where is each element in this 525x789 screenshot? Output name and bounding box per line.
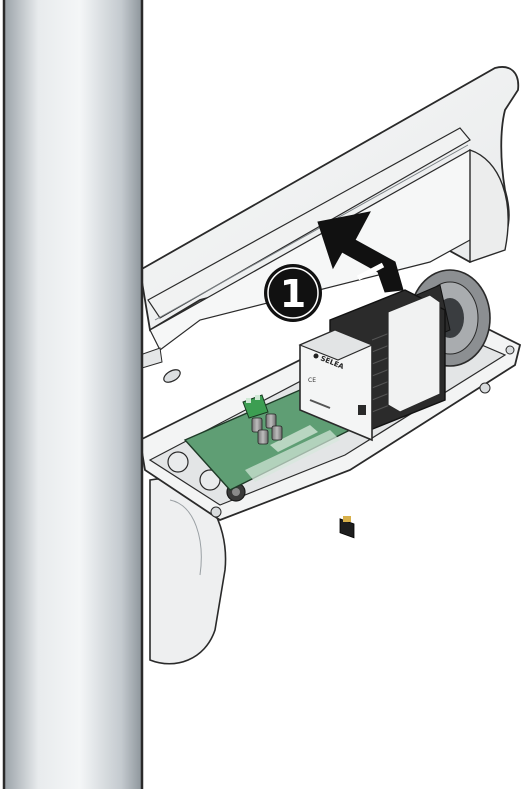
mounting-pole [2, 0, 144, 789]
pcb-board [183, 389, 352, 491]
lift-arrow-icon [317, 211, 404, 293]
housing-lid [139, 66, 520, 383]
terminal-block [242, 394, 269, 419]
step-number: 1 [280, 272, 306, 316]
brand-logo-icon [313, 353, 319, 359]
capacitors [251, 413, 283, 445]
power-jack [358, 405, 366, 415]
camera-module: SELEA CE [298, 269, 491, 539]
ce-mark: CE [308, 377, 316, 384]
ethernet-port [339, 516, 355, 539]
step-number-badge-icon: 1 [264, 264, 322, 322]
